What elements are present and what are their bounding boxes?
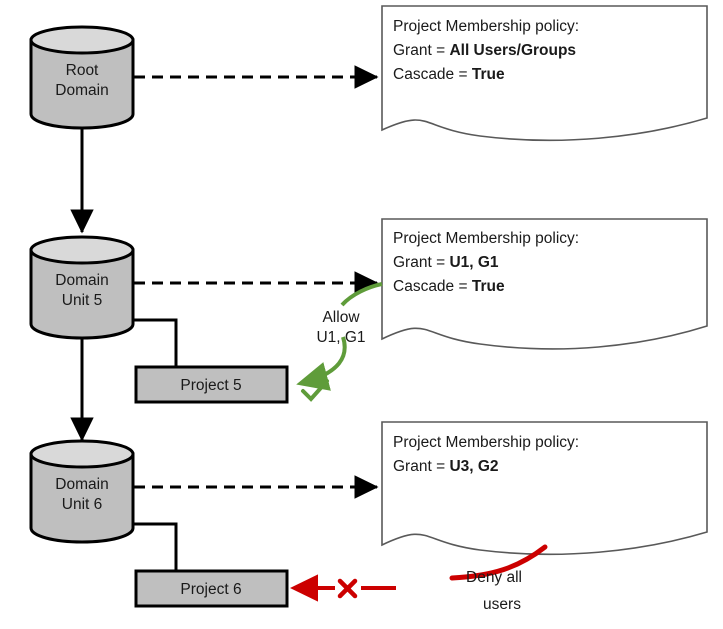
deny-label-line1: Deny all xyxy=(466,569,522,586)
policy-root-grant-value: All Users/Groups xyxy=(449,42,576,59)
policy-unit5-line-grant: Grant = U1, G1 xyxy=(393,254,499,271)
policy-unit5-cascade-value: True xyxy=(472,278,505,295)
node-project-6[interactable]: Project 6 xyxy=(134,569,289,608)
policy-unit6-line-grant: Grant = U3, G2 xyxy=(393,458,499,475)
allow-label-line2: U1, G1 xyxy=(316,329,365,346)
allow-annotation: Allow U1, G1 xyxy=(296,282,383,402)
node-domain-unit-5[interactable]: Domain Unit 5 xyxy=(29,235,135,340)
node-domain-unit-6-line1: Domain xyxy=(55,476,108,493)
node-project-6-label: Project 6 xyxy=(180,581,241,598)
policy-root-grant-key: Grant = xyxy=(393,42,449,59)
policy-root-line-grant: Grant = All Users/Groups xyxy=(393,42,576,59)
policy-document-domain-unit-5: Project Membership policy: Grant = U1, G… xyxy=(381,218,708,350)
policy-root-line-cascade: Cascade = True xyxy=(393,66,505,83)
policy-unit5-grant-value: U1, G1 xyxy=(449,254,498,271)
node-project-5[interactable]: Project 5 xyxy=(134,365,289,404)
deny-label-line2: users xyxy=(483,596,521,613)
node-root-domain-line1: Root xyxy=(66,62,99,79)
policy-unit6-grant-key: Grant = xyxy=(393,458,449,475)
policy-unit5-line-cascade: Cascade = True xyxy=(393,278,505,295)
policy-root-heading: Project Membership policy: xyxy=(393,18,579,35)
node-domain-unit-5-line2: Unit 5 xyxy=(62,292,103,309)
connector-unit6-to-project6 xyxy=(133,522,178,571)
node-project-5-label: Project 5 xyxy=(180,377,241,394)
connector-unit5-to-project5 xyxy=(133,318,178,367)
policy-document-root-domain: Project Membership policy: Grant = All U… xyxy=(381,5,708,142)
allow-label-line1: Allow xyxy=(322,309,360,326)
policy-unit5-cascade-key: Cascade = xyxy=(393,278,472,295)
policy-unit5-grant-key: Grant = xyxy=(393,254,449,271)
node-domain-unit-5-line1: Domain xyxy=(55,272,108,289)
node-root-domain-line2: Domain xyxy=(55,82,108,99)
policy-unit6-grant-value: U3, G2 xyxy=(449,458,498,475)
policy-unit6-heading: Project Membership policy: xyxy=(393,434,579,451)
policy-root-cascade-key: Cascade = xyxy=(393,66,472,83)
deny-annotation: Deny all users xyxy=(290,544,548,613)
policy-document-domain-unit-6: Project Membership policy: Grant = U3, G… xyxy=(381,421,708,556)
node-root-domain[interactable]: Root Domain xyxy=(29,25,135,130)
node-domain-unit-6[interactable]: Domain Unit 6 xyxy=(29,439,135,544)
node-domain-unit-6-line2: Unit 6 xyxy=(62,496,103,513)
policy-root-cascade-value: True xyxy=(472,66,505,83)
policy-unit5-heading: Project Membership policy: xyxy=(393,230,579,247)
